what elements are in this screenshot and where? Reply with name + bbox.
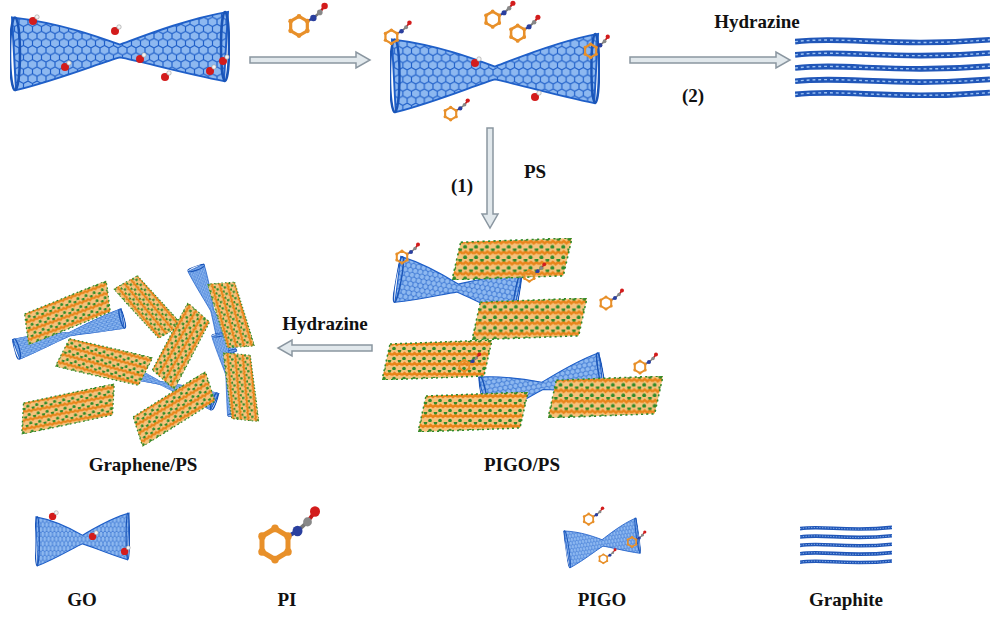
- pi-sample: [258, 506, 320, 563]
- graphite-stack: [795, 40, 990, 95]
- reaction-arrow: [278, 340, 372, 356]
- composite-panel: PIGO/PS: [372, 232, 672, 482]
- graphite-sample: [800, 527, 892, 562]
- pigo-sheet: [384, 1, 610, 122]
- legend-label: GO: [67, 589, 97, 611]
- reagent-label: PS: [524, 161, 546, 183]
- route-number: (1): [451, 175, 473, 197]
- reagent-label: Hydrazine: [282, 313, 368, 335]
- go-sample: [121, 546, 130, 555]
- reagent-label: Hydrazine: [714, 11, 800, 33]
- composite-panel: Graphene/PS: [8, 268, 278, 482]
- composite-caption: PIGO/PS: [478, 452, 566, 482]
- pigo-ps-composite: [382, 238, 663, 432]
- composite-caption: Graphene/PS: [83, 452, 204, 482]
- go-sample: [35, 513, 130, 566]
- reaction-arrow: [630, 52, 790, 68]
- route-number: (2): [682, 85, 704, 107]
- reaction-arrow: [250, 52, 370, 68]
- legend-label: PI: [278, 589, 297, 611]
- legend-label: PIGO: [578, 589, 627, 611]
- graphene-ps-composite: [11, 263, 259, 447]
- go-sheet: [10, 12, 229, 90]
- legend-label: Graphite: [809, 589, 883, 611]
- go-sample: [49, 511, 58, 520]
- pi-molecule: [288, 3, 328, 38]
- go-sample: [89, 531, 98, 540]
- pigo-sample: [563, 506, 647, 568]
- reaction-arrow: [482, 128, 498, 228]
